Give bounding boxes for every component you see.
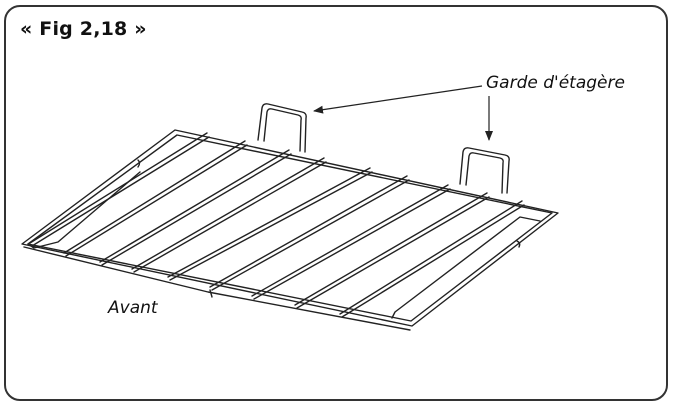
rack-right-notch — [516, 240, 521, 248]
shelf-guard-label: Garde d'étagère — [486, 73, 625, 93]
shelf-guard-left — [257, 103, 307, 153]
rack-outer-frame — [21, 129, 559, 327]
rack-front-joint — [209, 289, 213, 298]
shelf-guard-right — [459, 147, 510, 194]
figure-frame — [4, 5, 668, 401]
rack-right-return — [391, 216, 541, 319]
rack-left-notch — [137, 159, 141, 168]
rack-left-side-bend — [27, 171, 141, 249]
rack-front-rail — [23, 246, 411, 331]
front-label: Avant — [108, 298, 158, 318]
rack-cross-bars — [29, 132, 525, 318]
figure-title: « Fig 2,18 » — [20, 18, 147, 40]
callout-arrow-left-guard — [313, 85, 483, 114]
